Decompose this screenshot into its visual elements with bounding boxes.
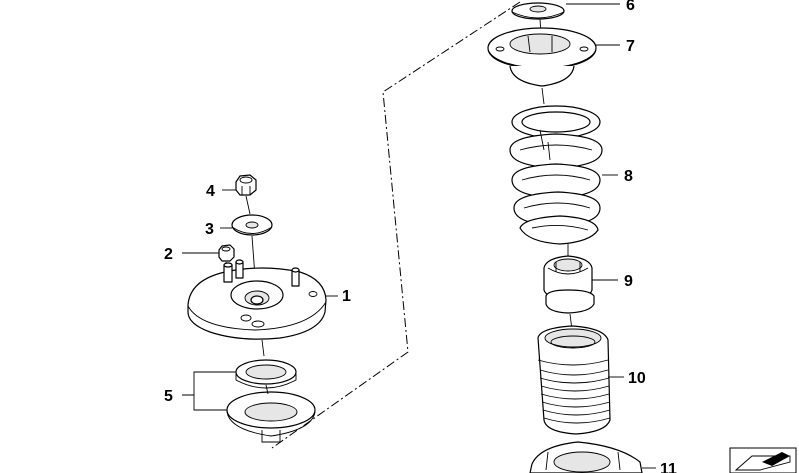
callout-8: 8 (624, 168, 633, 185)
part-6-cap[interactable] (511, 2, 565, 20)
part-9-bump-stop[interactable] (543, 255, 595, 314)
axis-line-1 (261, 339, 265, 357)
part-4-nut[interactable] (235, 174, 257, 196)
callout-1: 1 (342, 288, 351, 305)
callout-6: 6 (626, 0, 635, 14)
callout-4: 4 (206, 183, 215, 200)
part-5-spring-seat[interactable] (226, 391, 316, 443)
car-section-icon (729, 447, 797, 473)
axis-line-7 (541, 87, 545, 105)
assembly-divider-line (271, 1, 521, 449)
part-10-dust-boot[interactable] (537, 325, 611, 435)
callout-11: 11 (660, 461, 677, 473)
callout-5: 5 (164, 388, 173, 405)
part-1-strut-mount[interactable] (187, 259, 327, 340)
part-2-nut[interactable] (218, 244, 235, 262)
callout-10: 10 (628, 370, 646, 387)
callout-3: 3 (205, 221, 214, 238)
part-11-spring-pad[interactable] (529, 441, 643, 473)
axis-line-4 (245, 195, 251, 215)
part-8-coil-spring[interactable] (509, 105, 603, 245)
part-7-spring-pad[interactable] (487, 27, 597, 87)
callout-2: 2 (164, 246, 173, 263)
callout-9: 9 (624, 273, 633, 290)
axis-line-5 (265, 384, 269, 395)
leader-5-bracket (182, 371, 236, 411)
part-3-washer[interactable] (231, 214, 273, 236)
part-5-bearing-ring[interactable] (235, 359, 297, 389)
callout-7: 7 (626, 38, 635, 55)
